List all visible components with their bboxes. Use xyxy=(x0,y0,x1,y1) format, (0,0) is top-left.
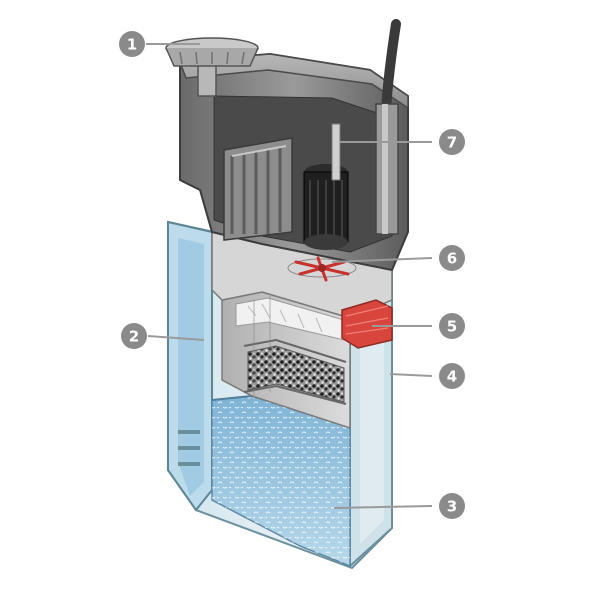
intake-slots xyxy=(178,430,200,466)
callout-3-label: 3 xyxy=(447,498,457,516)
callout-5-label: 5 xyxy=(447,318,457,336)
motor-stator xyxy=(223,137,293,241)
leader-line-4 xyxy=(389,373,433,377)
leader-lines xyxy=(146,43,433,509)
impeller-rotor xyxy=(341,299,393,349)
gravel-media xyxy=(247,345,345,403)
callout-2: 2 xyxy=(121,323,147,349)
motor-head xyxy=(178,52,409,272)
leader-line-2 xyxy=(147,335,205,341)
callout-1-label: 1 xyxy=(127,36,137,54)
callout-3: 3 xyxy=(439,493,465,519)
callout-5: 5 xyxy=(439,313,465,339)
leader-line-6 xyxy=(331,257,433,263)
callout-6-label: 6 xyxy=(447,250,457,268)
callout-7: 7 xyxy=(439,129,465,155)
leader-line-3 xyxy=(333,505,433,509)
callout-4-label: 4 xyxy=(447,368,457,386)
callout-2-label: 2 xyxy=(129,328,139,346)
impeller-shaft xyxy=(331,123,341,181)
outlet-tube xyxy=(375,19,401,235)
callout-7-label: 7 xyxy=(447,134,457,152)
impeller-blades xyxy=(287,256,357,282)
motor-rotor xyxy=(303,164,349,250)
callout-6: 6 xyxy=(439,245,465,271)
callout-4: 4 xyxy=(439,363,465,389)
callout-1: 1 xyxy=(119,31,145,57)
bio-media-chamber xyxy=(221,291,351,430)
